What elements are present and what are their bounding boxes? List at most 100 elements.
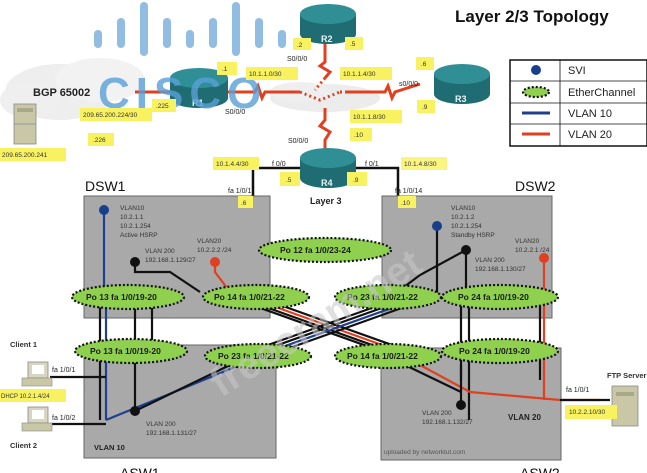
r2-host: .2	[297, 42, 303, 49]
subnet-r2-r3: 10.1.1.4/30	[343, 71, 376, 78]
client2-label: Client 2	[10, 441, 37, 450]
wan-links	[135, 40, 421, 150]
legend: SVI EtherChannel VLAN 10 VLAN 20	[509, 59, 647, 147]
svg-text:192.168.1.131/27: 192.168.1.131/27	[146, 430, 197, 437]
svg-text:192.168.1.129/27: 192.168.1.129/27	[145, 257, 196, 264]
bgp-server-ip: 209.65.200.241	[2, 152, 48, 159]
r1-host: .1	[222, 66, 228, 73]
svg-text:Standby HSRP: Standby HSRP	[451, 232, 495, 239]
bgp-as-label: BGP 65002	[33, 87, 90, 99]
router-r2-label: R2	[321, 34, 333, 44]
asw1-vlan200-svi	[130, 406, 140, 416]
dsw1-vlan10-svi	[99, 205, 109, 215]
ec-dsw2-po24[interactable]: Po 24 fa 1/0/19-20	[440, 283, 560, 311]
bgp-subnet: 209.65.200.224/30	[83, 112, 138, 119]
ec-dsw1-po13[interactable]: Po 13 fa 1/0/19-20	[70, 283, 186, 311]
asw1-name: ASW1	[120, 465, 160, 473]
svg-text:Po 12 fa 1/0/23-24: Po 12 fa 1/0/23-24	[280, 245, 351, 255]
ftp-ip: 10.2.2.10/30	[569, 409, 606, 416]
svg-text:Po 13 fa 1/0/19-20: Po 13 fa 1/0/19-20	[90, 346, 161, 356]
asw2-vlan20-label: VLAN 20	[508, 413, 541, 422]
legend-label-svi: SVI	[568, 65, 586, 77]
r1-bgp-host: .225	[156, 103, 169, 110]
router-r1-label: R1	[192, 98, 204, 108]
asw2-name: ASW2	[520, 465, 560, 473]
dsw2-uplink-host: .10	[401, 200, 410, 207]
r1-serial-label: S0/0/0	[225, 109, 245, 116]
ec-asw1-po23[interactable]: Po 23 fa 1/0/21-22	[203, 342, 313, 370]
svg-text:Po 23 fa 1/0/21-22: Po 23 fa 1/0/21-22	[218, 351, 289, 361]
svg-text:Active HSRP: Active HSRP	[120, 232, 158, 239]
svg-text:VLAN 200: VLAN 200	[145, 248, 175, 255]
dsw1-vlan20-info: VLAN20 10.2.2.2 /24	[197, 238, 232, 254]
router-r4-label: R4	[321, 178, 333, 188]
etherchannel-icon	[521, 85, 551, 99]
svg-text:VLAN 200: VLAN 200	[475, 257, 505, 264]
dsw1-name: DSW1	[85, 178, 126, 194]
subnet-r4-dsw1: 10.1.4.4/30	[216, 161, 249, 168]
client2-port: fa 1/0/2	[52, 415, 75, 422]
asw1-vlan10-label: VLAN 10	[94, 443, 125, 452]
svg-text:10.2.1.2: 10.2.1.2	[451, 214, 475, 221]
ec-po12[interactable]: Po 12 fa 1/0/23-24	[257, 236, 393, 264]
svg-text:VLAN 200: VLAN 200	[146, 421, 176, 428]
svg-text:10.2.1.1: 10.2.1.1	[120, 214, 144, 221]
r4-f00-label: f 0/0	[272, 161, 286, 168]
router-r1[interactable]: R1	[170, 68, 228, 108]
router-r3-label: R3	[455, 94, 467, 104]
svg-text:192.168.1.130/27: 192.168.1.130/27	[475, 266, 526, 273]
svg-text:VLAN 200: VLAN 200	[422, 410, 452, 417]
isp-host: .226	[93, 137, 106, 144]
ec-asw2-po14[interactable]: Po 14 fa 1/0/21-22	[333, 342, 443, 370]
svg-text:192.168.1.132/27: 192.168.1.132/27	[422, 419, 473, 426]
client1-pc-icon[interactable]	[21, 361, 53, 387]
dsw2-vlan20-info: VLAN20 10.2.2.1 /24	[515, 238, 550, 254]
svg-text:10.2.2.1 /24: 10.2.2.1 /24	[515, 247, 550, 254]
svg-text:VLAN10: VLAN10	[451, 205, 476, 212]
dsw2-vlan10-info: VLAN10 10.2.1.2 10.2.1.254 Standby HSRP	[451, 205, 495, 239]
client2-pc-icon[interactable]	[21, 406, 53, 432]
dsw2-vlan20-svi	[539, 253, 549, 263]
asw2-vlan200-svi	[456, 400, 466, 410]
client1-label: Client 1	[10, 340, 37, 349]
svg-text:10.2.1.254: 10.2.1.254	[451, 223, 482, 230]
r2-host2: .5	[350, 41, 356, 48]
credit-text: uploaded by networktut.com	[384, 449, 465, 456]
ec-dsw1-po14[interactable]: Po 14 fa 1/0/21-22	[201, 283, 311, 311]
subnet-r1-r2: 10.1.1.0/30	[249, 71, 282, 78]
dsw1-uplink-host: .6	[241, 200, 247, 207]
svg-text:VLAN10: VLAN10	[120, 205, 145, 212]
r3-serial-label: s0/0/0	[399, 81, 418, 88]
router-r2[interactable]: R2	[300, 4, 356, 44]
legend-label-vlan10: VLAN 10	[568, 108, 612, 120]
r3-host: .6	[421, 61, 427, 68]
svg-text:VLAN20: VLAN20	[197, 238, 222, 245]
r2-serial-label: S0/0/0	[287, 56, 307, 63]
bgp-server-icon	[13, 103, 37, 145]
legend-label-etherchannel: EtherChannel	[568, 87, 635, 99]
dsw2-vlan200-info: VLAN 200 192.168.1.130/27	[475, 257, 526, 273]
subnet-r3-r4: 10.1.1.8/30	[353, 114, 386, 121]
dhcp-label: DHCP 10.2.1.4/24	[1, 394, 50, 400]
svg-text:Po 14 fa 1/0/21-22: Po 14 fa 1/0/21-22	[214, 292, 285, 302]
router-r4[interactable]: R4	[300, 148, 356, 188]
r4-host: .10	[354, 132, 363, 139]
r4-f01-label: f 0/1	[365, 161, 379, 168]
dsw1-vlan200-svi	[130, 257, 140, 267]
ec-asw1-po13[interactable]: Po 13 fa 1/0/19-20	[73, 337, 189, 365]
dsw2-vlan200-svi	[461, 245, 471, 255]
ec-asw2-po24[interactable]: Po 24 fa 1/0/19-20	[440, 337, 560, 365]
dsw1-vlan200-info: VLAN 200 192.168.1.129/27	[145, 248, 196, 264]
router-r3[interactable]: R3	[434, 64, 490, 104]
layer3-label: Layer 3	[310, 196, 342, 206]
asw1-vlan200-info: VLAN 200 192.168.1.131/27	[146, 421, 197, 437]
svg-text:VLAN20: VLAN20	[515, 238, 540, 245]
ftp-server-label: FTP Server	[607, 371, 647, 380]
svg-text:Po 24 fa 1/0/19-20: Po 24 fa 1/0/19-20	[459, 346, 530, 356]
ec-dsw2-po23[interactable]: Po 23 fa 1/0/21-22	[333, 283, 443, 311]
subnet-r4-dsw2: 10.1.4.8/30	[404, 161, 437, 168]
r3-host2: .9	[422, 104, 428, 111]
diagram-title: Layer 2/3 Topology	[455, 7, 609, 26]
svg-text:10.2.1.254: 10.2.1.254	[120, 223, 151, 230]
